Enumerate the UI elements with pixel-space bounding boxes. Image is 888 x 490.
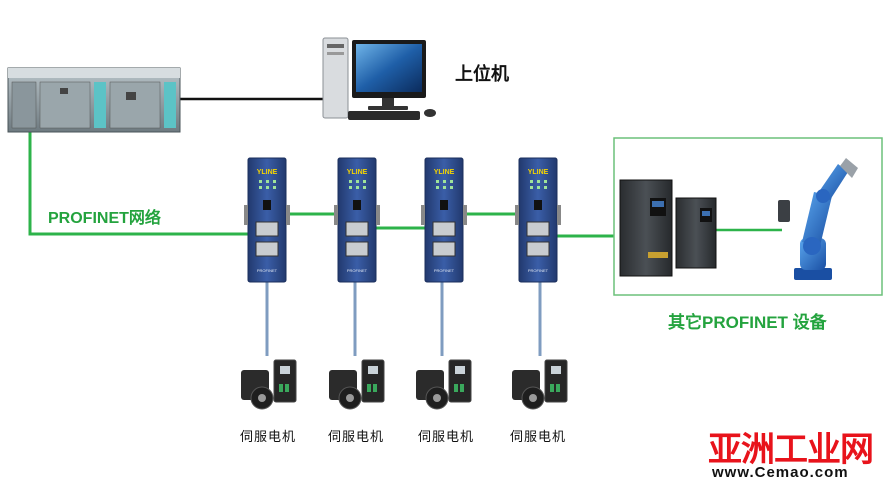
- drive-cabinet-large: [619, 179, 673, 277]
- host-computer: [322, 37, 436, 120]
- servo-unit-4: [512, 359, 568, 410]
- other-devices-box: [613, 137, 883, 296]
- gateway-model: PROFINET: [257, 268, 278, 273]
- servo-label-2: 伺服电机: [328, 429, 385, 444]
- servo-label-3: 伺服电机: [418, 429, 475, 444]
- profinet-bus-line: [28, 132, 250, 236]
- gateway-model: PROFINET: [434, 268, 455, 273]
- gateway-2: YLINE PROFINET: [334, 157, 380, 283]
- gateway-brand: YLINE: [434, 169, 455, 176]
- profinet-network-label: PROFINET网络: [48, 210, 161, 227]
- gateway-brand: YLINE: [347, 169, 368, 176]
- servo-unit-3: [416, 359, 472, 410]
- gateway-4: YLINE PROFINET: [515, 157, 561, 283]
- servo-unit-2: [329, 359, 385, 410]
- gateway-model: PROFINET: [528, 268, 549, 273]
- gateway-brand: YLINE: [257, 169, 278, 176]
- watermark-url: www.Cemao.com: [712, 464, 849, 481]
- industrial-robot: [778, 158, 858, 280]
- gateway-brand: YLINE: [528, 169, 549, 176]
- pc-tower: [322, 37, 349, 119]
- pc-mouse: [424, 109, 436, 117]
- servo-label-1: 伺服电机: [240, 429, 297, 444]
- drive-cabinet-small: [675, 197, 717, 269]
- other-devices-label: 其它PROFINET 设备: [668, 313, 827, 332]
- servo-label-4: 伺服电机: [510, 429, 567, 444]
- watermark-logo: 亚洲工业网: [708, 430, 874, 470]
- gateway-model: PROFINET: [347, 268, 368, 273]
- network-links: [28, 97, 782, 356]
- gateway-1: YLINE PROFINET: [244, 157, 290, 283]
- host-computer-label: 上位机: [455, 64, 509, 84]
- plc-rack: [7, 67, 181, 133]
- pc-keyboard: [348, 111, 420, 120]
- servo-unit-1: [241, 359, 297, 410]
- gateway-3: YLINE PROFINET: [421, 157, 467, 283]
